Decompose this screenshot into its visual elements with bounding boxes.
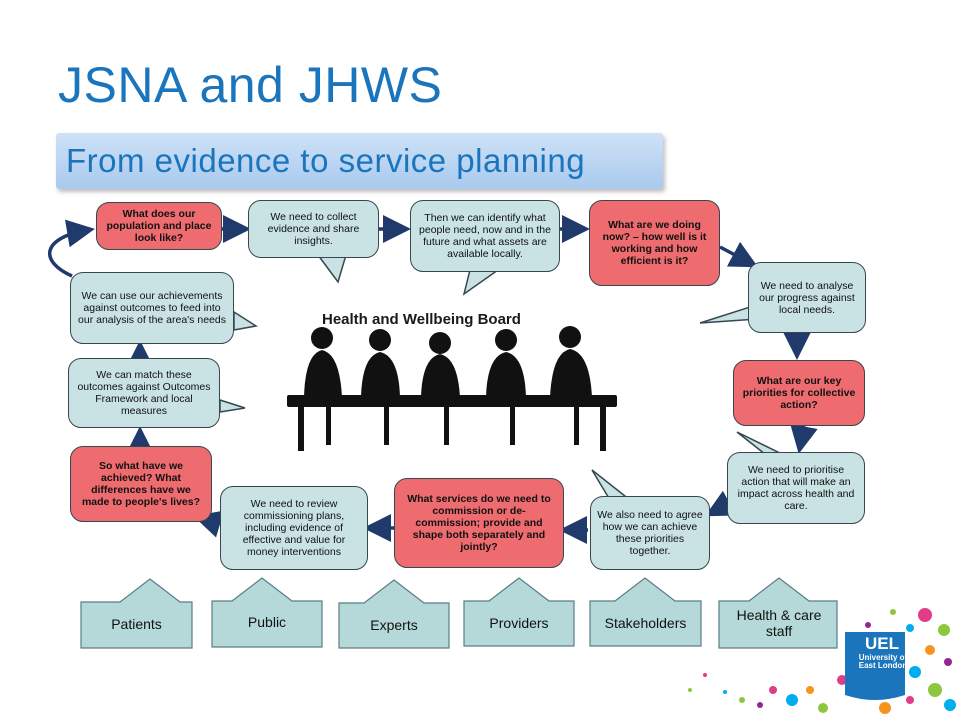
slide-subtitle: From evidence to service planning: [66, 142, 586, 179]
stakeholder-experts: Experts: [370, 617, 418, 633]
stakeholder-arrow-public: [211, 577, 323, 648]
step-match-outcomes: We can match these outcomes against Outc…: [68, 358, 220, 428]
stakeholder-arrows: [80, 577, 838, 649]
bubble-tail-n13: [233, 310, 259, 331]
uel-logo-badge: [845, 632, 905, 700]
bubble-tail-n3: [462, 269, 501, 296]
step-population-place: What does our population and place look …: [96, 202, 222, 250]
uel-logo-line2: East London: [858, 661, 908, 670]
step-doing-now: What are we doing now? – how well is it …: [589, 200, 720, 286]
stakeholder-arrow-patients: [80, 578, 193, 649]
uel-logo-line1: University of: [858, 653, 908, 662]
arrow-n4-n5: [719, 241, 759, 268]
stakeholder-arrow-providers: [463, 577, 575, 647]
bubble-tail-n12: [219, 398, 246, 413]
stakeholder-arrow-health-care-staff: [718, 577, 838, 649]
stakeholder-arrow-stakeholders: [589, 577, 702, 647]
logo-dots: [688, 608, 956, 714]
subtitle-banner: From evidence to service planning: [56, 133, 663, 189]
step-analyse-progress: We need to analyse our progress against …: [748, 262, 866, 333]
stakeholder-patients: Patients: [111, 616, 162, 632]
step-key-priorities: What are our key priorities for collecti…: [733, 360, 865, 426]
arrow-n6-n7: [790, 423, 818, 454]
step-identify-needs: Then we can identify what people need, n…: [410, 200, 560, 272]
step-collect-evidence: We need to collect evidence and share in…: [248, 200, 379, 258]
stakeholder-providers: Providers: [489, 615, 549, 631]
step-what-achieved: So what have we achieved? What differenc…: [70, 446, 212, 522]
stakeholder-arrow-experts: [338, 579, 450, 649]
arrow-n7-n8: [704, 490, 737, 517]
board-title: Health and Wellbeing Board: [322, 311, 521, 328]
uel-logo-subtext: University of East London: [858, 654, 908, 670]
step-use-achievements: We can use our achievements against outc…: [70, 272, 234, 344]
step-agree-how: We also need to agree how we can achieve…: [590, 496, 710, 570]
board-silhouette: [287, 326, 617, 451]
uel-logo-text: UEL: [865, 634, 899, 653]
stakeholder-stakeholders: Stakeholders: [604, 615, 687, 631]
step-prioritise-action: We need to prioritise action that will m…: [727, 452, 865, 524]
bubble-tail-n2: [316, 254, 348, 284]
step-review-plans: We need to review commissioning plans, i…: [220, 486, 368, 570]
stakeholder-health-care-staff: Health & care staff: [736, 607, 822, 639]
step-commission-services: What services do we need to commission o…: [394, 478, 564, 568]
slide-title: JSNA and JHWS: [58, 57, 443, 113]
arrow-n13-n1: [47, 219, 95, 278]
stakeholder-public: Public: [247, 614, 287, 630]
